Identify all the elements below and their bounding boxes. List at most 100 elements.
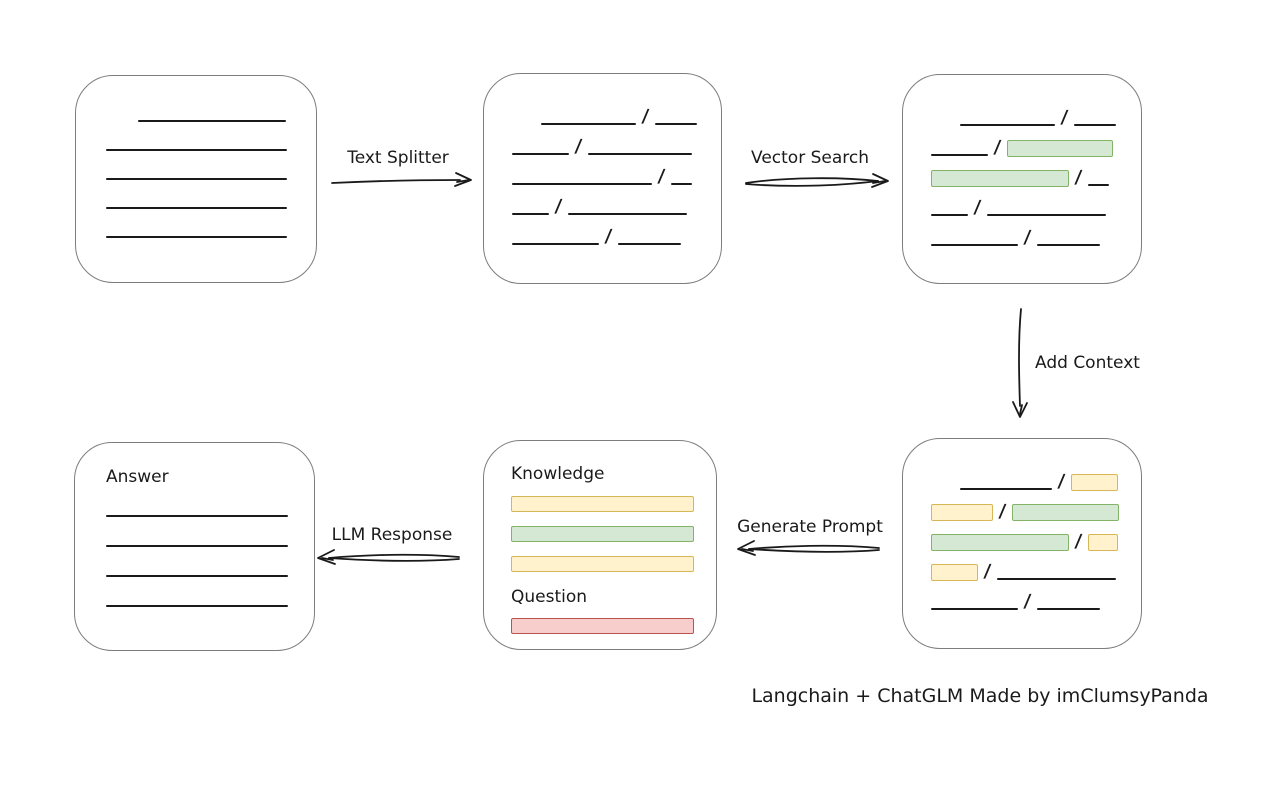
yellow-bar: [511, 556, 694, 572]
add-context-label: Add Context: [1035, 353, 1140, 373]
text-line: [1073, 124, 1116, 126]
text-line: [106, 207, 287, 209]
chunk-row: /: [931, 501, 1141, 522]
split-chunks-node: / / / / /: [483, 73, 722, 284]
chunk-row: /: [960, 471, 1141, 492]
text-line: [106, 236, 287, 238]
yellow-chunk: [1087, 534, 1118, 551]
separator-slash: /: [1056, 471, 1066, 492]
vector-searched-chunks-node: / / / / /: [902, 74, 1142, 284]
text-line: [587, 153, 692, 155]
prompt-content: Knowledge Question: [484, 441, 716, 634]
prompt-node: Knowledge Question: [483, 440, 717, 650]
separator-slash: /: [1059, 107, 1069, 128]
text-line: [986, 214, 1106, 216]
text-line: [654, 123, 697, 125]
separator-slash: /: [982, 561, 992, 582]
text-line: [512, 213, 549, 215]
separator-slash: /: [553, 196, 563, 217]
separator-slash: /: [573, 136, 583, 157]
knowledge-label: Knowledge: [511, 464, 605, 484]
chunk-row: /: [960, 107, 1141, 128]
document-lines: [76, 76, 316, 238]
text-line: [106, 605, 288, 607]
chunk-row: /: [512, 166, 721, 187]
answer-content: Answer: [75, 443, 314, 607]
llm-response-arrow: [317, 549, 460, 565]
separator-slash: /: [997, 501, 1007, 522]
yellow-chunk: [1070, 474, 1118, 491]
text-line: [931, 608, 1018, 610]
chunk-row: /: [931, 531, 1141, 552]
text-line: [541, 123, 636, 125]
chunk-row: /: [931, 591, 1141, 612]
text-line: [138, 120, 286, 122]
red-bar: [511, 618, 694, 634]
text-splitter-label: Text Splitter: [347, 148, 449, 168]
text-line: [996, 578, 1116, 580]
separator-slash: /: [972, 197, 982, 218]
generate-prompt-arrow: [737, 540, 880, 556]
text-line: [512, 183, 652, 185]
chunk-row: /: [931, 137, 1141, 158]
knowledge-bars: [511, 496, 716, 572]
green-chunk: [931, 170, 1069, 187]
text-line: [106, 515, 288, 517]
separator-slash: /: [1022, 591, 1032, 612]
text-line: [512, 243, 599, 245]
credit-text: Langchain + ChatGLM Made by imClumsyPand…: [751, 685, 1209, 707]
searched-chunk-rows: / / / / /: [903, 75, 1141, 248]
yellow-bar: [511, 496, 694, 512]
chunk-row: /: [931, 167, 1141, 188]
text-line: [106, 575, 288, 577]
green-chunk: [1011, 504, 1119, 521]
text-line: [106, 149, 287, 151]
green-bar: [511, 526, 694, 542]
text-line: [106, 545, 288, 547]
question-bars: [511, 618, 716, 634]
text-line: [931, 214, 968, 216]
context-chunk-rows: / / / / /: [903, 439, 1141, 612]
text-line: [960, 488, 1052, 490]
text-line: [106, 178, 287, 180]
generate-prompt-label: Generate Prompt: [737, 517, 883, 537]
separator-slash: /: [640, 106, 650, 127]
split-chunk-rows: / / / / /: [484, 74, 721, 247]
separator-slash: /: [656, 166, 666, 187]
separator-slash: /: [603, 226, 613, 247]
chunk-row: /: [931, 561, 1141, 582]
answer-label: Answer: [106, 467, 169, 487]
source-document-node: [75, 75, 317, 283]
chunk-row: /: [931, 197, 1141, 218]
llm-response-label: LLM Response: [331, 525, 453, 545]
green-chunk: [1006, 140, 1113, 157]
context-chunks-node: / / / / /: [902, 438, 1142, 649]
text-line: [1036, 608, 1100, 610]
yellow-chunk: [931, 564, 978, 581]
text-line: [567, 213, 687, 215]
vector-search-arrow: [745, 173, 889, 188]
yellow-chunk: [931, 504, 993, 521]
separator-slash: /: [1022, 227, 1032, 248]
text-line: [960, 124, 1055, 126]
add-context-arrow: [1012, 308, 1028, 418]
chunk-row: /: [512, 196, 721, 217]
text-line: [1036, 244, 1100, 246]
chunk-row: /: [541, 106, 721, 127]
separator-slash: /: [1073, 531, 1083, 552]
green-chunk: [931, 534, 1069, 551]
separator-slash: /: [1073, 167, 1083, 188]
question-label: Question: [511, 587, 588, 607]
text-line: [670, 183, 692, 185]
chunk-row: /: [931, 227, 1141, 248]
chunk-row: /: [512, 226, 721, 247]
answer-lines: [106, 515, 314, 607]
answer-node: Answer: [74, 442, 315, 651]
text-line: [931, 244, 1018, 246]
chunk-row: /: [512, 136, 721, 157]
text-splitter-arrow: [331, 172, 472, 187]
text-line: [931, 154, 988, 156]
text-line: [617, 243, 681, 245]
vector-search-label: Vector Search: [751, 148, 869, 168]
